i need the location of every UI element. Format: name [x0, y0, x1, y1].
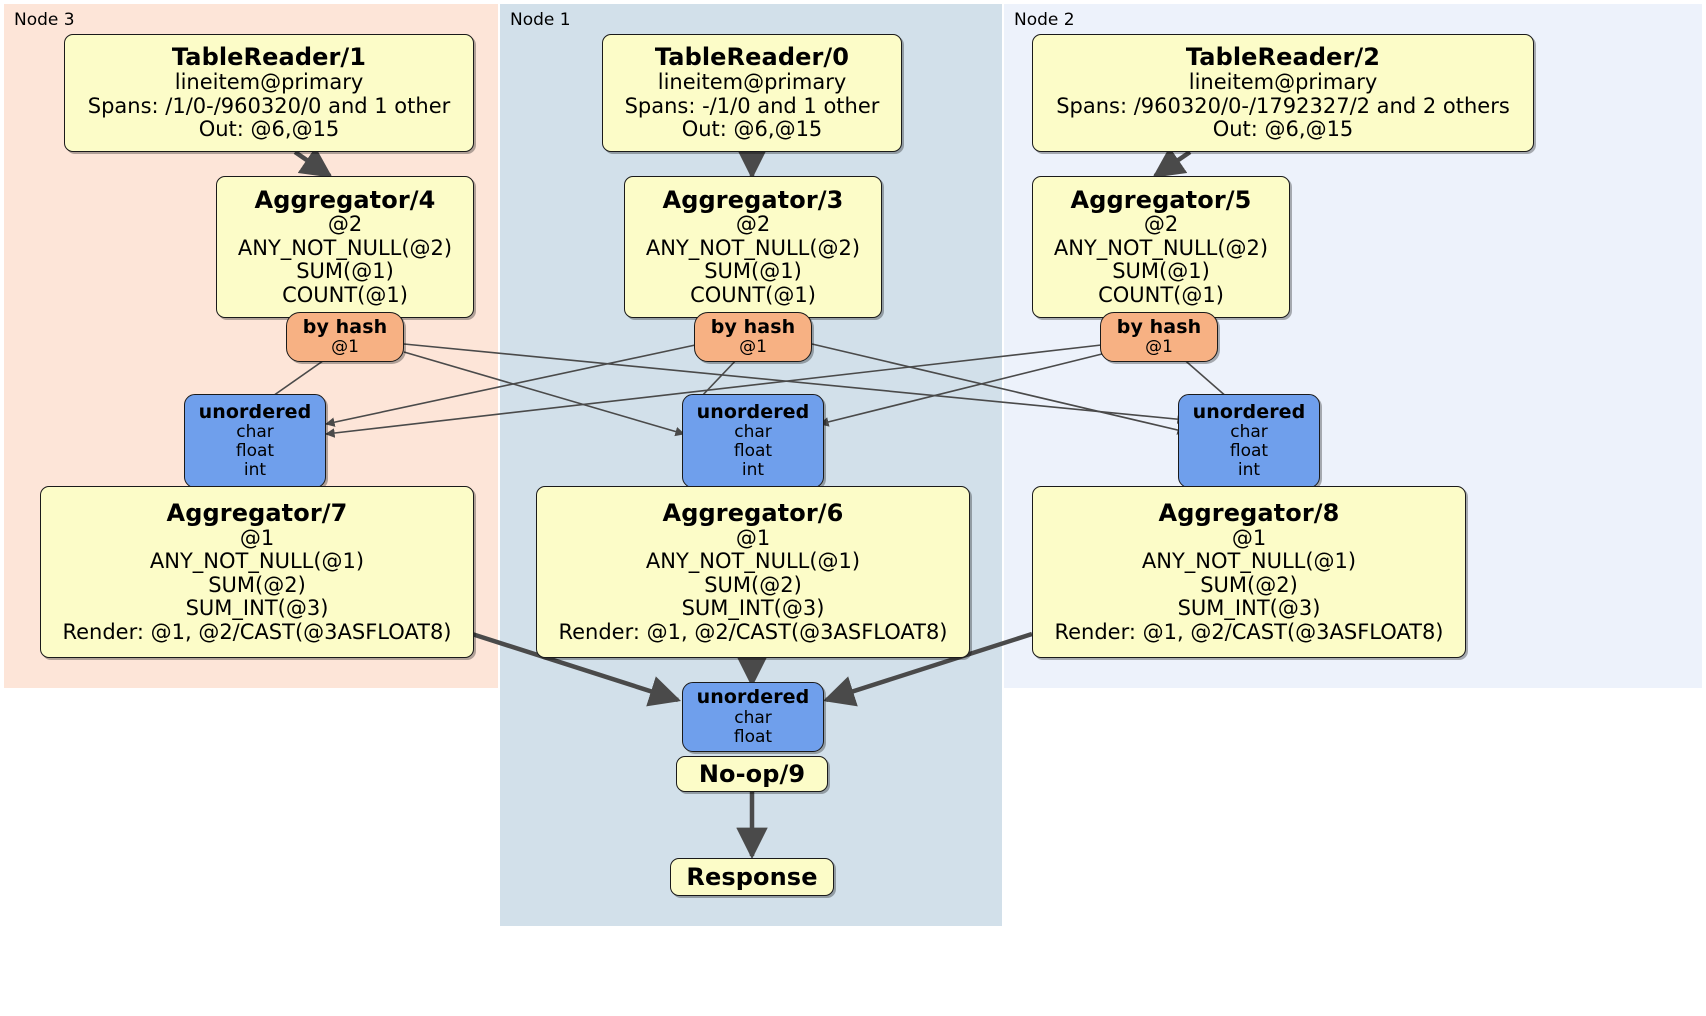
- processor-aggregator-7[interactable]: Aggregator/7 @1 ANY_NOT_NULL(@1) SUM(@2)…: [40, 486, 474, 658]
- processor-aggregator-3[interactable]: Aggregator/3 @2 ANY_NOT_NULL(@2) SUM(@1)…: [624, 176, 882, 318]
- table-reader-2-title: TableReader/2: [1185, 43, 1381, 72]
- panel-node-3-label: Node 3: [14, 10, 75, 30]
- table-reader-2-line-2: Out: @6,@15: [1212, 117, 1354, 142]
- aggregator-8-line-1: ANY_NOT_NULL(@1): [1141, 549, 1357, 574]
- sync-unordered-center-title: unordered: [696, 400, 810, 423]
- table-reader-0-line-0: lineitem@primary: [657, 70, 847, 95]
- processor-table-reader-1[interactable]: TableReader/1 lineitem@primary Spans: /1…: [64, 34, 474, 152]
- sync-unordered-center[interactable]: unordered char float int: [682, 394, 824, 488]
- sync-unordered-center-line-0: char: [734, 422, 772, 443]
- response-title: Response: [686, 862, 818, 891]
- panel-node-2-label: Node 2: [1014, 10, 1075, 30]
- aggregator-5-line-2: SUM(@1): [1112, 259, 1210, 284]
- aggregator-3-line-3: COUNT(@1): [690, 282, 816, 307]
- sync-unordered-center-line-2: int: [741, 460, 765, 481]
- table-reader-0-line-2: Out: @6,@15: [681, 117, 823, 142]
- sync-unordered-right-title: unordered: [1192, 400, 1306, 423]
- aggregator-4-line-2: SUM(@1): [296, 259, 394, 284]
- processor-aggregator-5[interactable]: Aggregator/5 @2 ANY_NOT_NULL(@2) SUM(@1)…: [1032, 176, 1290, 318]
- aggregator-3-line-1: ANY_NOT_NULL(@2): [645, 235, 861, 260]
- router-by-hash-left[interactable]: by hash @1: [286, 312, 404, 362]
- aggregator-5-title: Aggregator/5: [1070, 185, 1252, 214]
- aggregator-7-line-1: ANY_NOT_NULL(@1): [149, 549, 365, 574]
- aggregator-6-line-3: SUM_INT(@3): [681, 596, 825, 621]
- sync-unordered-left-title: unordered: [198, 400, 312, 423]
- sync-unordered-final-line-0: char: [734, 707, 772, 728]
- table-reader-0-line-1: Spans: -/1/0 and 1 other: [624, 93, 880, 118]
- router-by-hash-left-title: by hash: [302, 315, 388, 338]
- aggregator-3-line-2: SUM(@1): [704, 259, 802, 284]
- table-reader-1-line-2: Out: @6,@15: [198, 117, 340, 142]
- sync-unordered-left-line-2: int: [243, 460, 267, 481]
- aggregator-4-line-0: @2: [327, 212, 363, 237]
- sync-unordered-final[interactable]: unordered char float: [682, 682, 824, 752]
- aggregator-5-line-0: @2: [1143, 212, 1179, 237]
- aggregator-8-line-4: Render: @1, @2/CAST(@3ASFLOAT8): [1054, 619, 1444, 644]
- router-by-hash-center[interactable]: by hash @1: [694, 312, 812, 362]
- aggregator-7-line-0: @1: [239, 525, 275, 550]
- router-by-hash-center-title: by hash: [710, 315, 796, 338]
- aggregator-3-line-0: @2: [735, 212, 771, 237]
- aggregator-6-line-2: SUM(@2): [704, 572, 802, 597]
- aggregator-4-title: Aggregator/4: [254, 185, 436, 214]
- processor-aggregator-8[interactable]: Aggregator/8 @1 ANY_NOT_NULL(@1) SUM(@2)…: [1032, 486, 1466, 658]
- aggregator-8-line-0: @1: [1231, 525, 1267, 550]
- aggregator-7-line-4: Render: @1, @2/CAST(@3ASFLOAT8): [62, 619, 452, 644]
- aggregator-8-line-2: SUM(@2): [1200, 572, 1298, 597]
- processor-table-reader-2[interactable]: TableReader/2 lineitem@primary Spans: /9…: [1032, 34, 1534, 152]
- aggregator-6-title: Aggregator/6: [662, 498, 844, 527]
- router-by-hash-right-title: by hash: [1116, 315, 1202, 338]
- processor-noop-9[interactable]: No-op/9: [676, 756, 828, 792]
- aggregator-6-line-4: Render: @1, @2/CAST(@3ASFLOAT8): [558, 619, 948, 644]
- table-reader-0-title: TableReader/0: [654, 43, 850, 72]
- processor-table-reader-0[interactable]: TableReader/0 lineitem@primary Spans: -/…: [602, 34, 902, 152]
- table-reader-2-line-1: Spans: /960320/0-/1792327/2 and 2 others: [1056, 93, 1510, 118]
- sync-unordered-final-line-1: float: [733, 726, 773, 747]
- router-by-hash-right[interactable]: by hash @1: [1100, 312, 1218, 362]
- router-by-hash-right-line-0: @1: [1145, 337, 1173, 358]
- sync-unordered-right[interactable]: unordered char float int: [1178, 394, 1320, 488]
- table-reader-1-line-1: Spans: /1/0-/960320/0 and 1 other: [87, 93, 451, 118]
- processor-aggregator-4[interactable]: Aggregator/4 @2 ANY_NOT_NULL(@2) SUM(@1)…: [216, 176, 474, 318]
- processor-aggregator-6[interactable]: Aggregator/6 @1 ANY_NOT_NULL(@1) SUM(@2)…: [536, 486, 970, 658]
- sync-unordered-right-line-2: int: [1237, 460, 1261, 481]
- sync-unordered-right-line-1: float: [1229, 441, 1269, 462]
- aggregator-8-title: Aggregator/8: [1158, 498, 1340, 527]
- aggregator-6-line-1: ANY_NOT_NULL(@1): [645, 549, 861, 574]
- sync-unordered-final-title: unordered: [696, 686, 810, 709]
- table-reader-1-line-0: lineitem@primary: [174, 70, 364, 95]
- sync-unordered-right-line-0: char: [1230, 422, 1268, 443]
- router-by-hash-left-line-0: @1: [331, 337, 359, 358]
- table-reader-2-line-0: lineitem@primary: [1188, 70, 1378, 95]
- table-reader-1-title: TableReader/1: [171, 43, 367, 72]
- aggregator-8-line-3: SUM_INT(@3): [1177, 596, 1321, 621]
- sync-unordered-left-line-0: char: [236, 422, 274, 443]
- aggregator-3-title: Aggregator/3: [662, 185, 844, 214]
- aggregator-5-line-3: COUNT(@1): [1098, 282, 1224, 307]
- aggregator-7-line-2: SUM(@2): [208, 572, 306, 597]
- aggregator-4-line-1: ANY_NOT_NULL(@2): [237, 235, 453, 260]
- sync-unordered-left[interactable]: unordered char float int: [184, 394, 326, 488]
- processor-response[interactable]: Response: [670, 858, 834, 896]
- router-by-hash-center-line-0: @1: [739, 337, 767, 358]
- aggregator-6-line-0: @1: [735, 525, 771, 550]
- noop-9-title: No-op/9: [698, 759, 806, 788]
- aggregator-7-line-3: SUM_INT(@3): [185, 596, 329, 621]
- sync-unordered-left-line-1: float: [235, 441, 275, 462]
- panel-node-1-label: Node 1: [510, 10, 571, 30]
- aggregator-7-title: Aggregator/7: [166, 498, 348, 527]
- sync-unordered-center-line-1: float: [733, 441, 773, 462]
- aggregator-4-line-3: COUNT(@1): [282, 282, 408, 307]
- aggregator-5-line-1: ANY_NOT_NULL(@2): [1053, 235, 1269, 260]
